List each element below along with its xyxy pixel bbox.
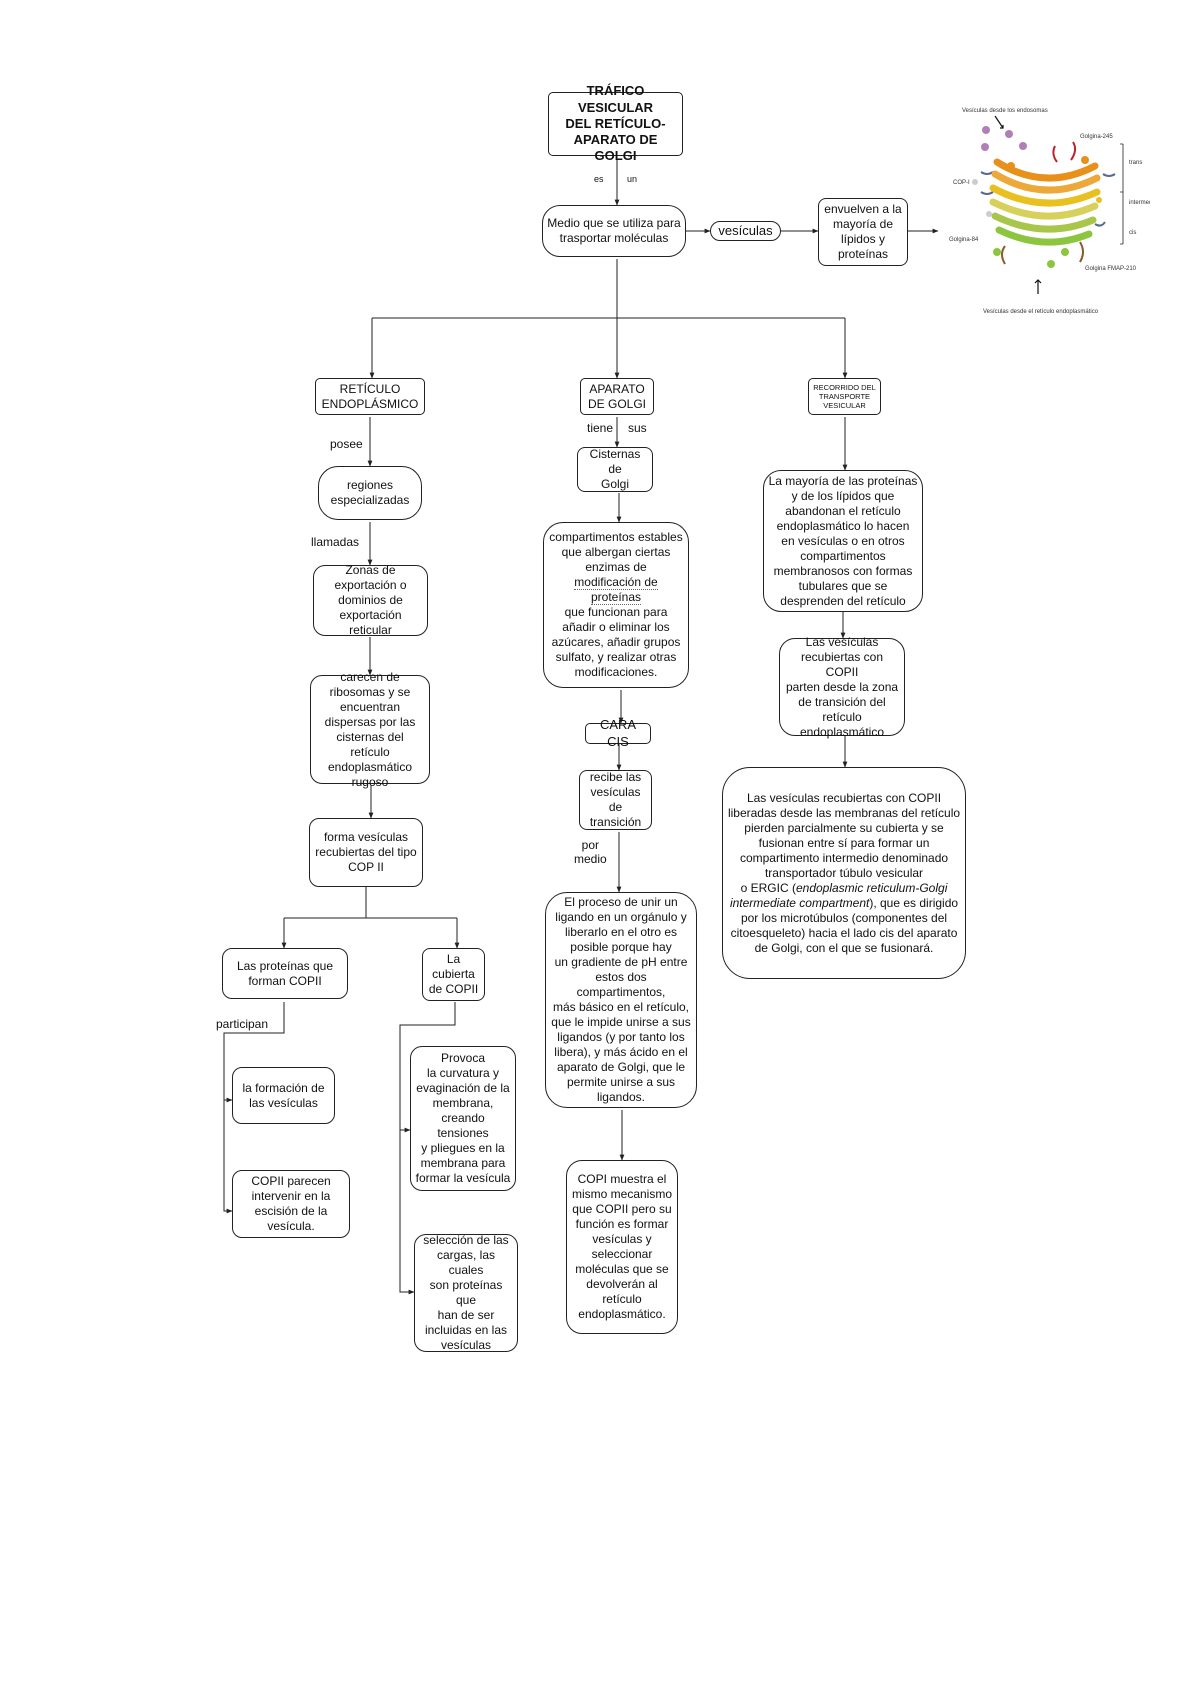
envuelven-node: envuelven a la mayoría de lípidos y prot…: [818, 198, 908, 266]
cubierta-node: La cubierta de COPII: [422, 948, 485, 1001]
link-label-participan: participan: [216, 1017, 268, 1031]
illustration-label-intermedio: intermedio: [1129, 200, 1150, 206]
reticulo-node: RETÍCULO ENDOPLÁSMICO: [315, 378, 425, 415]
golgi-apparatus-icon: Vesículas desde los endosomas Golgina-24…: [945, 104, 1150, 319]
title-node: TRÁFICO VESICULAR DEL RETÍCULO- APARATO …: [548, 92, 683, 156]
illustration-label-reticulo: Vesículas desde el retículo endoplasmáti…: [983, 309, 1099, 315]
proteinas-copii-node: Las proteínas que forman COPII: [222, 948, 348, 999]
illustration-label-golgina84: Golgina-84: [949, 237, 979, 243]
illustration-label-endosomas: Vesículas desde los endosomas: [962, 108, 1048, 114]
proceso-node: El proceso de unir un ligando en un orgá…: [545, 892, 697, 1108]
illustration-label-fmap: Golgina FMAP-210: [1085, 266, 1137, 272]
regiones-node: regiones especializadas: [318, 466, 422, 520]
link-label-tiene: tiene: [587, 421, 613, 435]
link-label-es: es: [594, 174, 604, 184]
cisternas-node: Cisternas de Golgi: [577, 447, 653, 492]
formacion-node: la formación de las vesículas: [232, 1067, 335, 1124]
medio-node: Medio que se utiliza para trasportar mol…: [542, 205, 686, 257]
illustration-label-copi: COP-I: [953, 180, 970, 186]
aparato-node: APARATO DE GOLGI: [580, 378, 654, 415]
link-label-un: un: [627, 174, 637, 184]
provoca-node: Provoca la curvatura y evaginación de la…: [410, 1046, 516, 1191]
carecen-node: carecen de ribosomas y se encuentran dis…: [310, 675, 430, 784]
link-label-posee: posee: [330, 437, 363, 451]
compartimentos-node: compartimentos estables que albergan cie…: [543, 522, 689, 688]
cara-cis-node: CARA CIS: [585, 723, 651, 744]
illustration-label-cis: cis: [1129, 230, 1136, 236]
illustration-label-golgina245: Golgina-245: [1080, 134, 1113, 140]
recorrido-node: RECORRIDO DEL TRANSPORTE VESICULAR: [808, 378, 881, 415]
forma-node: forma vesículas recubiertas del tipo COP…: [309, 818, 423, 887]
link-label-llamadas: llamadas: [311, 535, 359, 549]
vesiculas-copii-node: Las vesículas recubiertas con COPII part…: [779, 638, 905, 736]
seleccion-node: selección de las cargas, las cuales son …: [414, 1234, 518, 1352]
recibe-node: recibe las vesículas de transición: [579, 770, 652, 830]
link-label-por-medio: por medio: [574, 838, 607, 866]
vesiculas-node: vesículas: [710, 221, 781, 241]
link-label-sus: sus: [628, 421, 647, 435]
copi-node: COPI muestra el mismo mecanismo que COPI…: [566, 1160, 678, 1334]
escision-node: COPII parecen intervenir en la escisión …: [232, 1170, 350, 1238]
ergic-node: Las vesículas recubiertas con COPII libe…: [722, 767, 966, 979]
compartimentos-text: compartimentos estables que albergan cie…: [548, 530, 684, 680]
ergic-text: Las vesículas recubiertas con COPII libe…: [728, 791, 960, 956]
zonas-node: Zonas de exportación o dominios de expor…: [313, 565, 428, 636]
illustration-label-trans: trans: [1129, 160, 1142, 166]
mayoria-node: La mayoría de las proteínas y de los líp…: [763, 470, 923, 612]
